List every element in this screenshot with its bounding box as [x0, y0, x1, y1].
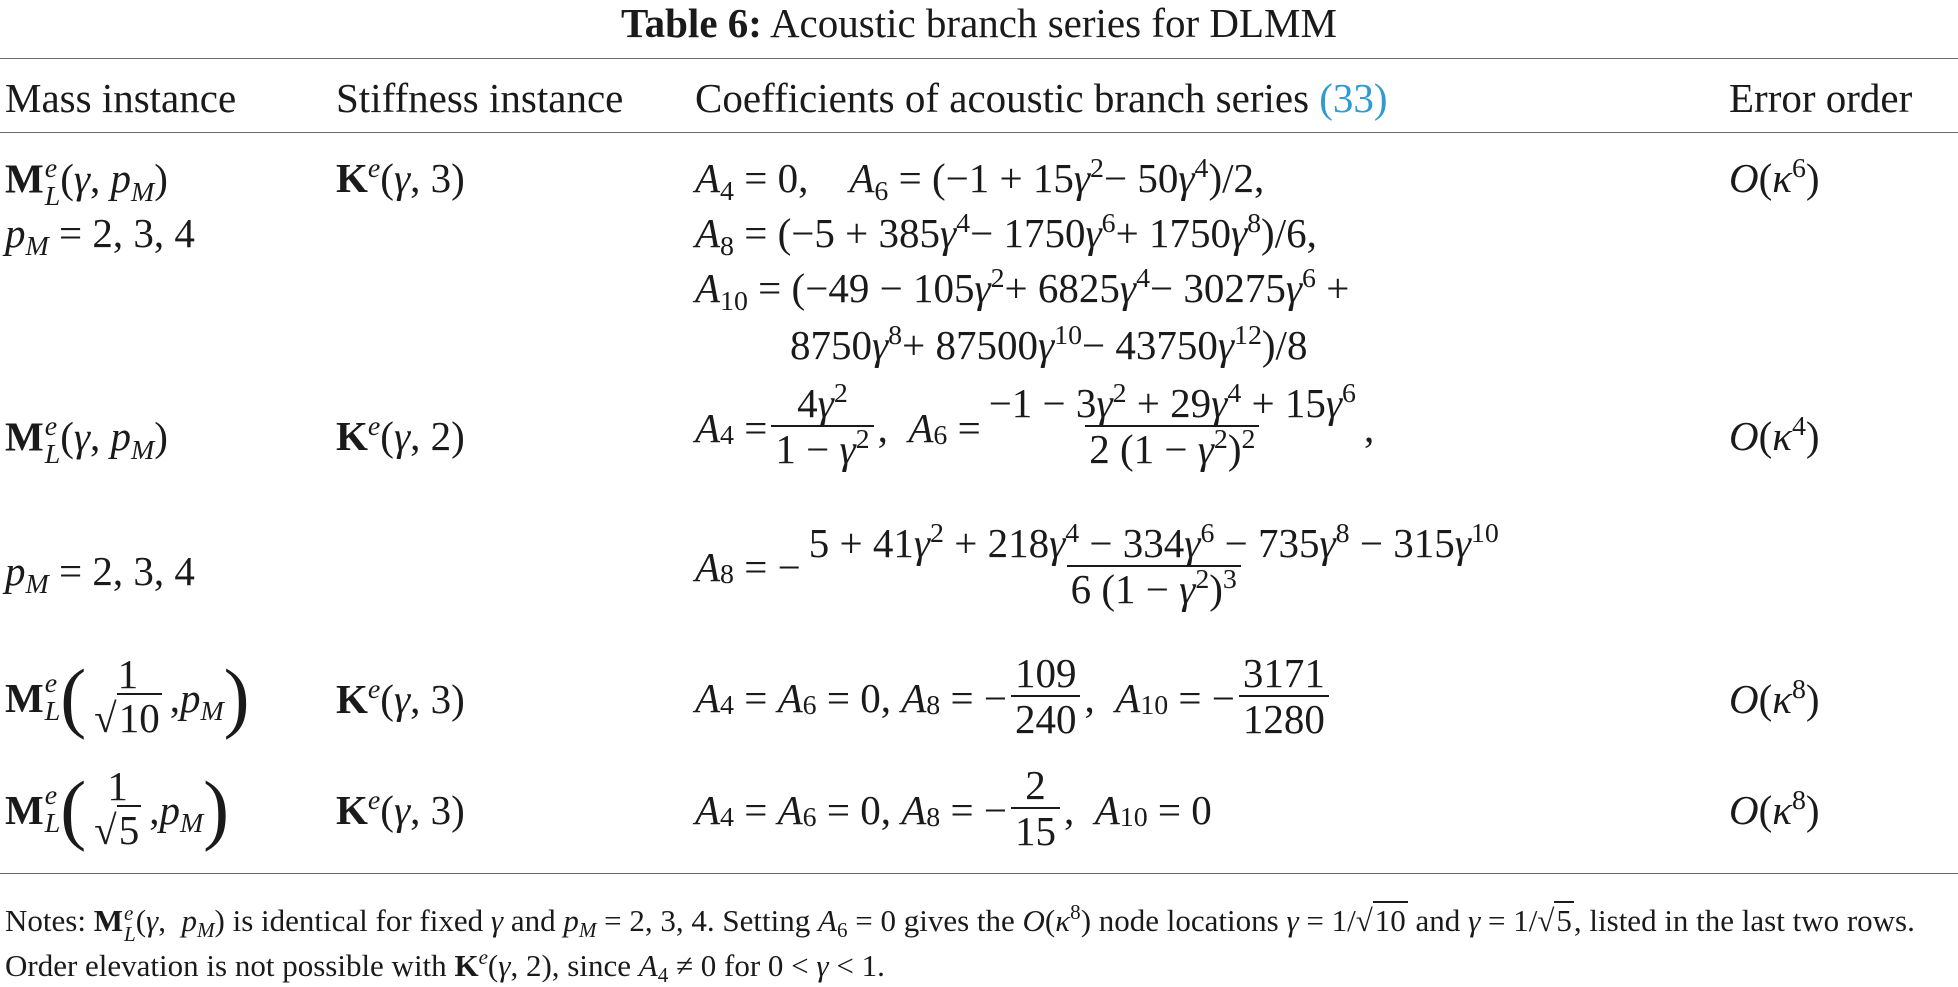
row1-coefficients-line4: 8750γ8+ 87500γ10− 43750γ12)/8	[790, 319, 1308, 368]
header-error: Error order	[1729, 75, 1913, 121]
bottom-rule	[0, 873, 1958, 874]
header-rule	[0, 132, 1958, 133]
row4-stiffness: Ke(γ, 3)	[336, 784, 465, 833]
top-rule	[0, 58, 1958, 59]
row2-stiffness: Ke(γ, 2)	[336, 410, 465, 459]
header-coefficients: Coefficients of acoustic branch series (…	[695, 75, 1388, 121]
row1-error: O(κ6)	[1729, 152, 1820, 201]
row3-error: O(κ8)	[1729, 673, 1820, 722]
row1-coefficients-line1: A4 = 0, A6 = (−1 + 15γ2− 50γ4)/2,	[695, 152, 1265, 208]
row1-mass-condition: pM = 2, 3, 4	[5, 210, 195, 263]
row2-error: O(κ4)	[1729, 410, 1820, 459]
row1-coefficients-line2: A8 = (−5 + 385γ4− 1750γ6+ 1750γ8)/6,	[695, 207, 1317, 263]
row1-stiffness: Ke(γ, 3)	[336, 152, 465, 201]
table-caption: Table 6: Acoustic branch series for DLMM	[0, 0, 1958, 46]
caption-label: Table 6:	[621, 0, 762, 46]
header-stiffness: Stiffness instance	[336, 75, 624, 121]
row2-mass-condition: pM = 2, 3, 4	[5, 548, 195, 601]
row4-error: O(κ8)	[1729, 784, 1820, 833]
row3-stiffness: Ke(γ, 3)	[336, 673, 465, 722]
equation-ref-link[interactable]: (33)	[1319, 75, 1388, 121]
caption-text: Acoustic branch series for DLMM	[769, 0, 1337, 46]
header-mass: Mass instance	[5, 75, 237, 121]
row1-coefficients-line3: A10 = (−49 − 105γ2+ 6825γ4− 30275γ6 +	[695, 262, 1350, 318]
